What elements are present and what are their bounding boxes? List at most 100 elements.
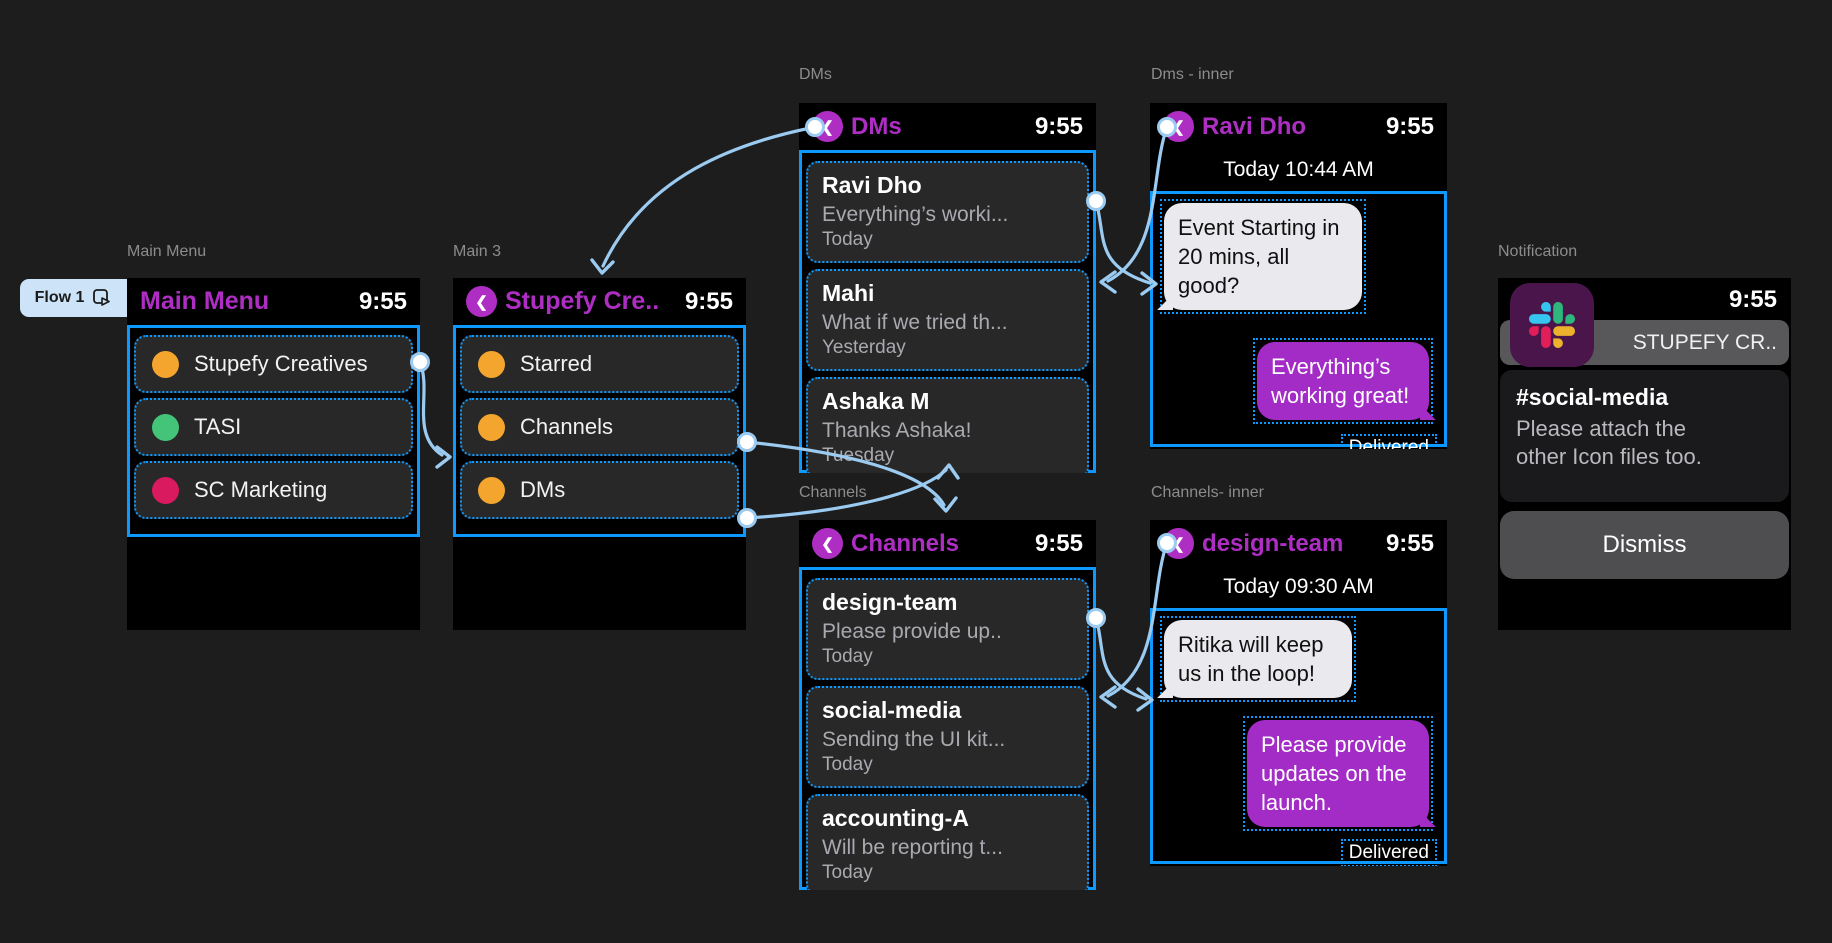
- dms-list: Ravi Dho Everything’s worki... Today Mah…: [799, 150, 1096, 473]
- channels-header: ❮ Channels 9:55: [799, 520, 1096, 567]
- list-item-label: Channels: [520, 414, 613, 439]
- channel-preview: Please provide up..: [822, 619, 1002, 643]
- frame-label-channels[interactable]: Channels: [799, 484, 867, 501]
- incoming-bubble-selection[interactable]: Ritika will keep us in the loop!: [1160, 616, 1356, 703]
- dms-header: ❮ DMs 9:55: [799, 103, 1096, 150]
- dm-item-ravi-dho[interactable]: Ravi Dho Everything’s worki... Today: [806, 161, 1089, 263]
- channel-item-social-media[interactable]: social-media Sending the UI kit... Today: [806, 685, 1089, 788]
- notification-body: #social-media Please attach the other Ic…: [1500, 370, 1789, 502]
- flow-start-badge[interactable]: Flow 1: [20, 279, 127, 317]
- chevron-glyph: ❮: [1172, 118, 1185, 136]
- workspace-dot-icon: [152, 476, 179, 504]
- channels-list: design-team Please provide up.. Today so…: [799, 567, 1096, 890]
- dms-inner-chat: Event Starting in 20 mins, all good? Eve…: [1150, 191, 1447, 449]
- dm-preview: Everything’s worki...: [822, 202, 1009, 226]
- chevron-glyph: ❮: [475, 293, 488, 311]
- dm-preview: Thanks Ashaka!: [822, 418, 972, 442]
- notification-message: Please attach the other Icon files too.: [1516, 416, 1702, 470]
- chevron-glyph: ❮: [1172, 535, 1185, 553]
- outgoing-bubble-selection[interactable]: Everything’s working great!: [1253, 338, 1433, 425]
- slack-logo-icon: [1529, 302, 1575, 348]
- channel-item-design-team[interactable]: design-team Please provide up.. Today: [806, 578, 1089, 680]
- main-menu-header: Main Menu 9:55: [127, 278, 420, 325]
- section-dot-icon: [478, 476, 505, 504]
- workspace-dot-icon: [152, 413, 179, 441]
- channel-preview: Sending the UI kit...: [822, 727, 1006, 751]
- frame-channels-inner: ❮ design-team 9:55 Today 09:30 AM Ritika…: [1150, 520, 1447, 866]
- flow-arrowhead-left-icon: [1099, 270, 1117, 294]
- workspace-dot-icon: [152, 350, 179, 378]
- frame-label-channels-inner[interactable]: Channels- inner: [1151, 484, 1264, 501]
- channels-time: 9:55: [1034, 529, 1083, 557]
- list-item-tasi[interactable]: TASI: [134, 398, 413, 456]
- dm-item-mahi[interactable]: Mahi What if we tried th... Yesterday: [806, 268, 1089, 371]
- frame-notification: 9:55 STUPEFY CR.. #social-media Please a…: [1498, 278, 1791, 630]
- delivered-status: Delivered: [1340, 434, 1437, 449]
- app-name: STUPEFY CR..: [1632, 330, 1777, 354]
- dm-item-ashaka-m[interactable]: Ashaka M Thanks Ashaka! Tuesday: [806, 376, 1089, 473]
- chat-timestamp: Today 10:44 AM: [1223, 158, 1374, 181]
- list-item-dms[interactable]: DMs: [460, 461, 739, 519]
- dms-inner-time: 9:55: [1385, 112, 1434, 140]
- flow-arrowhead-left-icon: [1099, 685, 1117, 709]
- incoming-message-bubble: Ritika will keep us in the loop!: [1164, 620, 1352, 699]
- list-item-label: TASI: [194, 414, 242, 439]
- channels-inner-time: 9:55: [1385, 529, 1434, 557]
- dismiss-button[interactable]: Dismiss: [1500, 511, 1789, 579]
- frame-label-notification[interactable]: Notification: [1498, 243, 1578, 260]
- list-item-label: Stupefy Creatives: [194, 351, 368, 376]
- channel-item-accounting-a[interactable]: accounting-A Will be reporting t... Toda…: [806, 793, 1089, 890]
- list-item-channels[interactable]: Channels: [460, 398, 739, 456]
- flow-connection-dms-back-to-main3: [601, 125, 817, 268]
- main-menu-time: 9:55: [358, 287, 407, 315]
- back-chevron-icon[interactable]: ❮: [466, 286, 497, 317]
- slack-app-icon: [1510, 283, 1594, 367]
- back-chevron-icon[interactable]: ❮: [812, 111, 843, 142]
- chevron-glyph: ❮: [821, 535, 834, 553]
- flow-connection-ravi-to-dms-inner: [1094, 199, 1152, 285]
- list-item-stupefy-creatives[interactable]: Stupefy Creatives: [134, 335, 413, 393]
- outgoing-bubble-selection[interactable]: Please provide updates on the launch.: [1243, 716, 1433, 832]
- section-dot-icon: [478, 350, 505, 378]
- dm-date: Today: [822, 229, 873, 251]
- chevron-glyph: ❮: [821, 118, 834, 136]
- channel-preview: Will be reporting t...: [822, 835, 1003, 859]
- list-item-starred[interactable]: Starred: [460, 335, 739, 393]
- dms-title: DMs: [851, 112, 902, 140]
- list-item-label: SC Marketing: [194, 477, 328, 502]
- flow-connection-designteam-to-channels-inner: [1094, 616, 1148, 701]
- frame-label-main3[interactable]: Main 3: [453, 243, 502, 260]
- channel-date: Today: [822, 646, 873, 668]
- back-chevron-icon[interactable]: ❮: [812, 528, 843, 559]
- dismiss-label: Dismiss: [1602, 531, 1687, 558]
- notification-time: 9:55: [1728, 286, 1777, 313]
- dm-date: Tuesday: [822, 444, 895, 466]
- incoming-bubble-selection[interactable]: Event Starting in 20 mins, all good?: [1160, 199, 1366, 315]
- frame-label-dms[interactable]: DMs: [799, 66, 832, 83]
- channel-name: social-media: [822, 696, 962, 723]
- back-chevron-icon[interactable]: ❮: [1163, 528, 1194, 559]
- channels-inner-title: design-team: [1202, 529, 1344, 557]
- notification-channel: #social-media: [1516, 384, 1669, 410]
- frame-label-dms-inner[interactable]: Dms - inner: [1151, 66, 1234, 83]
- list-item-sc-marketing[interactable]: SC Marketing: [134, 461, 413, 519]
- back-chevron-icon[interactable]: ❮: [1163, 111, 1194, 142]
- channels-title: Channels: [851, 529, 960, 557]
- frame-dms-inner: ❮ Ravi Dho 9:55 Today 10:44 AM Event Sta…: [1150, 103, 1447, 449]
- channel-date: Today: [822, 754, 873, 776]
- flow-arrowhead-down-icon: [933, 496, 958, 513]
- dm-name: Mahi: [822, 279, 875, 306]
- main-menu-list: Stupefy Creatives TASI SC Marketing: [127, 325, 420, 537]
- outgoing-message-bubble: Everything’s working great!: [1257, 342, 1429, 421]
- section-dot-icon: [478, 413, 505, 441]
- dms-inner-header: ❮ Ravi Dho 9:55: [1150, 103, 1447, 150]
- dms-inner-title: Ravi Dho: [1202, 112, 1307, 140]
- channel-name: design-team: [822, 589, 958, 615]
- dm-name: Ashaka M: [822, 387, 930, 414]
- flow-arrowhead-right-icon: [435, 445, 452, 469]
- main3-header: ❮ Stupefy Cre.. 9:55: [453, 278, 746, 325]
- main3-list: Starred Channels DMs: [453, 325, 746, 537]
- frame-label-main-menu[interactable]: Main Menu: [127, 243, 207, 260]
- dms-time: 9:55: [1034, 112, 1083, 140]
- main3-time: 9:55: [684, 287, 733, 315]
